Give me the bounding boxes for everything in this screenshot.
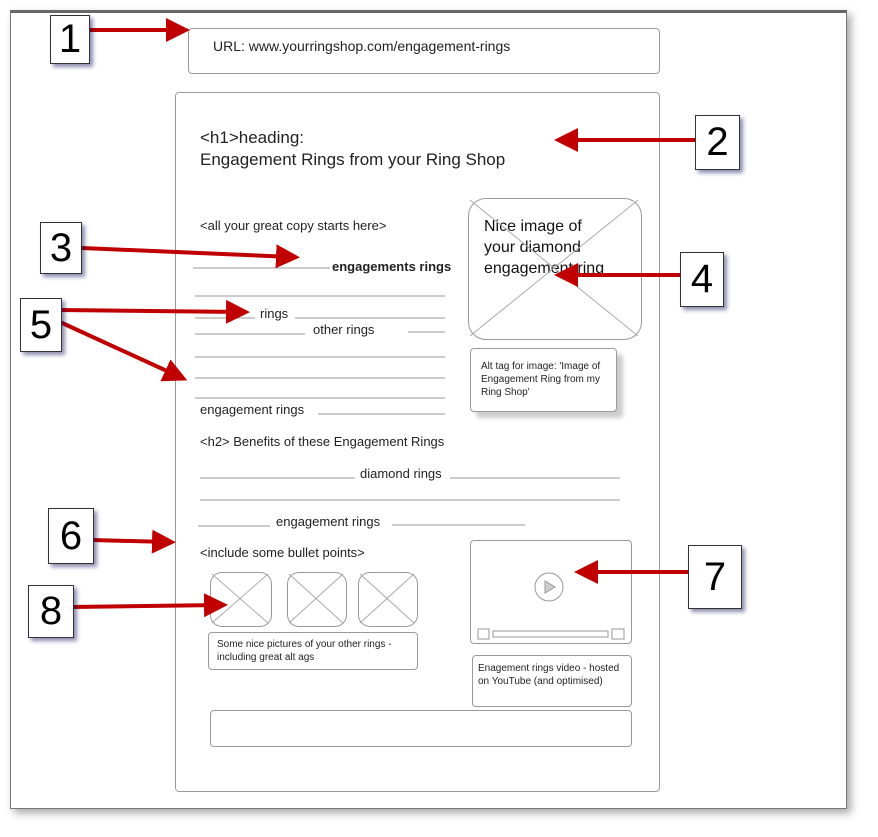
- alt-tag-text: Alt tag for image: 'Image of Engagement …: [481, 361, 601, 398]
- h1-label: <h1>heading:: [200, 128, 304, 147]
- thumbnails-caption: Some nice pictures of your other rings -…: [217, 639, 392, 663]
- keyword-bold: engagements rings: [332, 259, 452, 274]
- callout-6: 6: [48, 508, 94, 564]
- keyword-engagement-rings: engagement rings: [200, 402, 305, 417]
- play-icon: [534, 572, 564, 602]
- url-bar: URL: www.yourringshop.com/engagement-rin…: [188, 28, 660, 74]
- copy-lines: [193, 267, 620, 527]
- callout-7: 7: [688, 545, 742, 609]
- callout-5: 5: [20, 298, 62, 352]
- h1-heading: Engagement Rings from your Ring Shop: [200, 150, 506, 169]
- thumbnails-caption-box: Some nice pictures of your other rings -…: [208, 632, 418, 670]
- url-text: URL: www.yourringshop.com/engagement-rin…: [213, 38, 511, 54]
- play-button: [477, 628, 490, 640]
- copy-intro: <all your great copy starts here>: [200, 218, 387, 233]
- image-x-marks: [211, 199, 639, 624]
- video-controls: [477, 572, 625, 640]
- arrow-5a: [59, 299, 250, 324]
- volume-icon: [611, 628, 625, 640]
- arrow-5b: [59, 320, 188, 382]
- alt-tag-note: Alt tag for image: 'Image of Engagement …: [470, 348, 617, 412]
- callout-8: 8: [28, 585, 74, 638]
- video-caption: Enagement rings video - hosted on YouTub…: [478, 663, 620, 687]
- keyword-rings: rings: [260, 306, 289, 321]
- callout-4: 4: [680, 252, 724, 307]
- callout-3: 3: [40, 222, 82, 274]
- video-player: [470, 540, 632, 644]
- bullets-note: <include some bullet points>: [200, 545, 365, 560]
- h2-heading: <h2> Benefits of these Engagement Rings: [200, 434, 445, 449]
- arrow-8: [71, 593, 228, 618]
- arrow-3: [81, 244, 300, 269]
- callout-2: 2: [695, 115, 740, 170]
- keyword-other-rings: other rings: [313, 322, 375, 337]
- keyword-engagement-rings-2: engagement rings: [276, 514, 381, 529]
- keyword-diamond-rings: diamond rings: [360, 466, 442, 481]
- video-progress-bar: [492, 630, 609, 638]
- callout-1: 1: [50, 15, 90, 64]
- arrow-6: [91, 529, 176, 554]
- footer-bar: [210, 710, 632, 747]
- callout-arrows: [59, 18, 695, 618]
- video-caption-box: Enagement rings video - hosted on YouTub…: [472, 655, 632, 707]
